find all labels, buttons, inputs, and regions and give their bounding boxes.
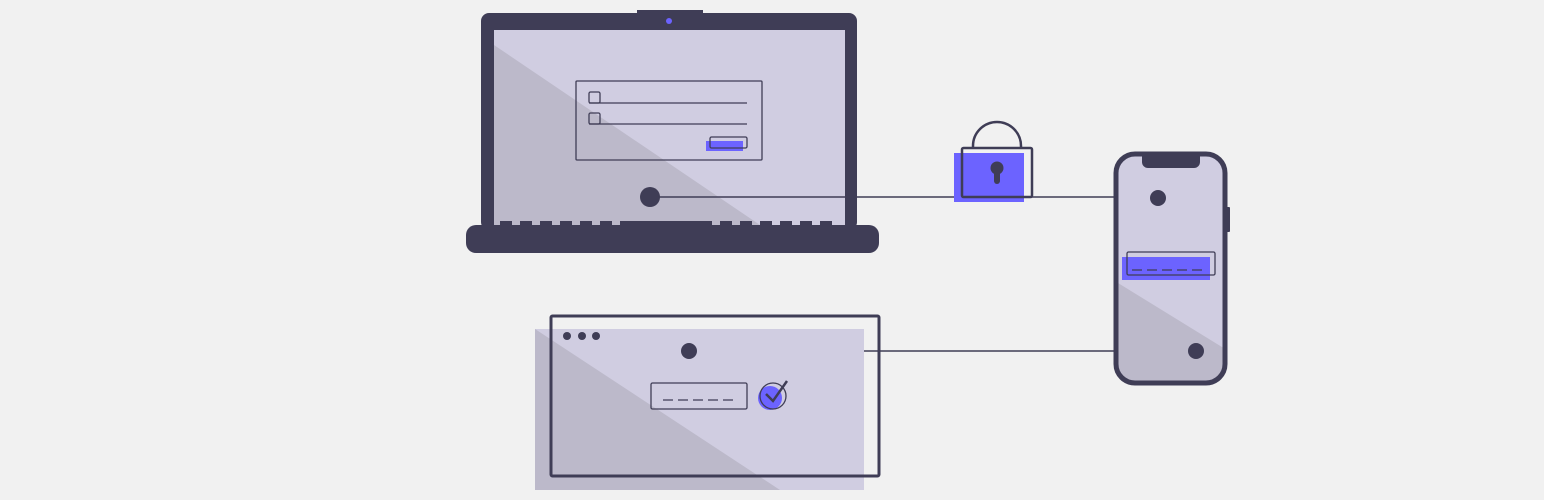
camera-dot <box>666 18 672 24</box>
laptop-icon <box>466 10 879 253</box>
connection-node <box>1150 190 1166 206</box>
login-form <box>575 80 763 161</box>
submit-button <box>709 136 748 149</box>
browser-window-icon <box>535 314 881 490</box>
laptop-base <box>466 225 879 253</box>
connection-node <box>1188 343 1204 359</box>
connection-node <box>640 187 660 207</box>
keyboard-keys <box>500 221 832 227</box>
smartphone-icon <box>1113 151 1230 386</box>
check-circle-icon <box>758 380 789 410</box>
code-input <box>1122 251 1216 280</box>
code-input <box>650 382 748 410</box>
connection-node <box>681 343 697 359</box>
padlock-icon <box>954 120 1034 202</box>
